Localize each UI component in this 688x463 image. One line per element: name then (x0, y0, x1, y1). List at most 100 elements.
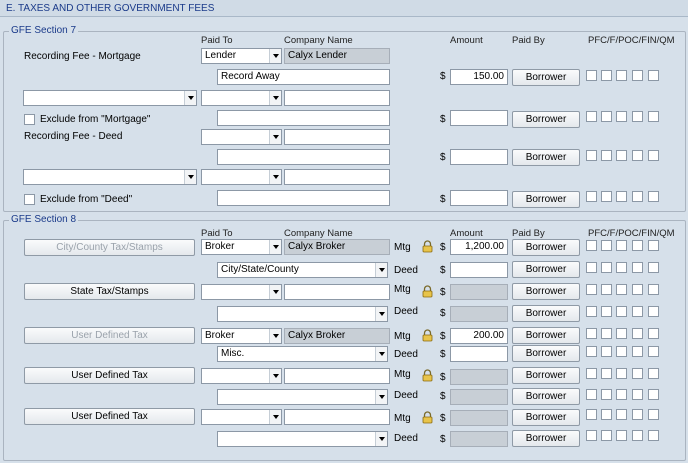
qm-checkbox[interactable] (648, 346, 659, 357)
deed-paid-by-button[interactable]: Borrower (512, 149, 580, 166)
udt2-description-select[interactable] (217, 389, 388, 405)
poc-checkbox[interactable] (616, 306, 627, 317)
poc-checkbox[interactable] (616, 150, 627, 161)
qm-checkbox[interactable] (648, 409, 659, 420)
pfc-checkbox[interactable] (586, 70, 597, 81)
poc-checkbox[interactable] (616, 262, 627, 273)
udt3-paid-to-select[interactable] (201, 409, 282, 425)
f-checkbox[interactable] (601, 368, 612, 379)
lock-icon[interactable] (421, 411, 434, 424)
pfc-checkbox[interactable] (586, 368, 597, 379)
pfc-checkbox[interactable] (586, 150, 597, 161)
city-paid-by-button[interactable]: Borrower (512, 239, 580, 256)
f-checkbox[interactable] (601, 306, 612, 317)
udt1-description-select[interactable]: Misc. (217, 346, 388, 362)
fin-checkbox[interactable] (632, 240, 643, 251)
udt1-paid-by-button[interactable]: Borrower (512, 327, 580, 344)
udt1-paid-to-select[interactable]: Broker (201, 328, 282, 344)
fin-checkbox[interactable] (632, 368, 643, 379)
pfc-checkbox[interactable] (586, 191, 597, 202)
qm-checkbox[interactable] (648, 306, 659, 317)
f-checkbox[interactable] (601, 150, 612, 161)
fin-checkbox[interactable] (632, 430, 643, 441)
udt1-amount-field[interactable]: 200.00 (450, 328, 508, 344)
user-defined-tax-2-button[interactable]: User Defined Tax (24, 367, 195, 384)
deed-company-field[interactable] (284, 129, 390, 145)
deed-amount-field[interactable] (450, 149, 508, 165)
deed-extra-paid-by-button[interactable]: Borrower (512, 191, 580, 208)
poc-checkbox[interactable] (616, 111, 627, 122)
lock-icon[interactable] (421, 240, 434, 253)
state-deed-paid-by-button[interactable]: Borrower (512, 305, 580, 322)
udt2-paid-by-button[interactable]: Borrower (512, 367, 580, 384)
fin-checkbox[interactable] (632, 346, 643, 357)
fin-checkbox[interactable] (632, 306, 643, 317)
lock-icon[interactable] (421, 329, 434, 342)
fin-checkbox[interactable] (632, 328, 643, 339)
fin-checkbox[interactable] (632, 191, 643, 202)
poc-checkbox[interactable] (616, 70, 627, 81)
deed-paid-to-select[interactable] (201, 129, 282, 145)
qm-checkbox[interactable] (648, 389, 659, 400)
fin-checkbox[interactable] (632, 150, 643, 161)
poc-checkbox[interactable] (616, 284, 627, 295)
f-checkbox[interactable] (601, 284, 612, 295)
city-description-select[interactable]: City/State/County (217, 262, 388, 278)
mortgage-description-field[interactable]: Record Away (217, 69, 390, 85)
qm-checkbox[interactable] (648, 240, 659, 251)
udt2-deed-paid-by-button[interactable]: Borrower (512, 388, 580, 405)
user-defined-tax-1-button[interactable]: User Defined Tax (24, 327, 195, 344)
pfc-checkbox[interactable] (586, 409, 597, 420)
pfc-checkbox[interactable] (586, 262, 597, 273)
f-checkbox[interactable] (601, 346, 612, 357)
udt1-deed-amount-field[interactable] (450, 346, 508, 362)
udt2-company-field[interactable] (284, 368, 390, 384)
qm-checkbox[interactable] (648, 430, 659, 441)
poc-checkbox[interactable] (616, 430, 627, 441)
lock-icon[interactable] (421, 285, 434, 298)
udt1-deed-paid-by-button[interactable]: Borrower (512, 345, 580, 362)
mortgage-paid-by-button[interactable]: Borrower (512, 69, 580, 86)
mortgage-extra-paid-to-select[interactable] (201, 90, 282, 106)
qm-checkbox[interactable] (648, 111, 659, 122)
deed-extra-select[interactable] (23, 169, 197, 185)
udt2-paid-to-select[interactable] (201, 368, 282, 384)
qm-checkbox[interactable] (648, 262, 659, 273)
city-deed-paid-by-button[interactable]: Borrower (512, 261, 580, 278)
mortgage-extra-company-field[interactable] (284, 90, 390, 106)
exclude-deed-checkbox[interactable] (24, 194, 35, 205)
city-deed-amount-field[interactable] (450, 262, 508, 278)
fin-checkbox[interactable] (632, 389, 643, 400)
city-paid-to-select[interactable]: Broker (201, 239, 282, 255)
poc-checkbox[interactable] (616, 346, 627, 357)
fin-checkbox[interactable] (632, 111, 643, 122)
qm-checkbox[interactable] (648, 328, 659, 339)
pfc-checkbox[interactable] (586, 430, 597, 441)
fin-checkbox[interactable] (632, 284, 643, 295)
pfc-checkbox[interactable] (586, 328, 597, 339)
mortgage-extra-description-field[interactable] (217, 110, 390, 126)
poc-checkbox[interactable] (616, 389, 627, 400)
qm-checkbox[interactable] (648, 150, 659, 161)
qm-checkbox[interactable] (648, 368, 659, 379)
mortgage-amount-field[interactable]: 150.00 (450, 69, 508, 85)
state-paid-to-select[interactable] (201, 284, 282, 300)
f-checkbox[interactable] (601, 328, 612, 339)
deed-description-field[interactable] (217, 149, 390, 165)
user-defined-tax-3-button[interactable]: User Defined Tax (24, 408, 195, 425)
udt3-deed-paid-by-button[interactable]: Borrower (512, 430, 580, 447)
poc-checkbox[interactable] (616, 240, 627, 251)
f-checkbox[interactable] (601, 70, 612, 81)
pfc-checkbox[interactable] (586, 346, 597, 357)
deed-extra-amount-field[interactable] (450, 190, 508, 206)
qm-checkbox[interactable] (648, 191, 659, 202)
fin-checkbox[interactable] (632, 262, 643, 273)
pfc-checkbox[interactable] (586, 240, 597, 251)
poc-checkbox[interactable] (616, 191, 627, 202)
f-checkbox[interactable] (601, 430, 612, 441)
f-checkbox[interactable] (601, 191, 612, 202)
state-description-select[interactable] (217, 306, 388, 322)
qm-checkbox[interactable] (648, 70, 659, 81)
pfc-checkbox[interactable] (586, 306, 597, 317)
f-checkbox[interactable] (601, 111, 612, 122)
